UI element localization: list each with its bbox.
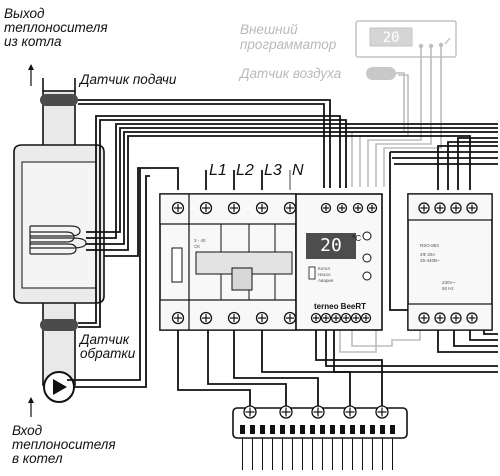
external-programmer: 20 [355,20,457,58]
terminal-block-tooth [290,425,295,434]
contactor-model: RSO-863 [420,243,439,248]
outlet-label-line3: из котла [4,34,62,49]
phase-label-l3: L3 [264,162,282,179]
external-programmer-label-line2: программатор [240,37,337,52]
contactor-rating-line1: 3Ф 30A [420,252,436,257]
terminal-block-tooth [310,425,315,434]
controller-output-label: Котел [318,266,331,271]
terminal-block-tooth [370,425,375,434]
terminal-block-tooth [260,425,265,434]
phase-label-l2: L2 [236,162,254,179]
programmer-display: 20 [383,30,400,46]
controller-brand: terneo BeeRT [314,302,367,311]
terminal-block-tooth [340,425,345,434]
screw-terminals [171,201,478,325]
outlet-label-line2: теплоносителя [4,20,108,35]
black-wires [67,99,498,410]
terminal-block-tooth [360,425,365,434]
terminal-block [232,405,408,470]
return-sensor-label-line1: Датчик [80,332,130,347]
terminal-block-tooth [390,425,395,434]
inlet-label-line3: в котел [12,451,63,466]
phase-label-n: N [292,162,304,179]
grey-wires [339,47,442,353]
return-sensor-label-line2: обратки [80,346,136,361]
controller-circulation-label: Насос [318,272,331,277]
inlet-label-line1: Вход [12,423,43,438]
boiler [13,64,105,417]
contactor-supply-line1: 230V~ [442,280,456,285]
breaker-text-line1: 3 - 40 [194,238,206,243]
outlet-label-line1: Выход [4,6,45,21]
terminal-block-teeth [240,425,395,470]
contactor-rating-line2: 25-440B~ [420,258,440,263]
terminal-block-tooth [320,425,325,434]
supply-sensor-label: Датчик подачи [80,72,177,87]
terminal-block-tooth [330,425,335,434]
controller-display: 20 [320,235,342,256]
air-sensor-label: Датчик воздуха [240,66,342,81]
controller-alarm-label: Авария [318,278,334,283]
air-sensor [366,67,396,80]
terminal-block-screws [243,405,389,419]
phase-label-l1: L1 [209,162,227,179]
terminal-block-tooth [270,425,275,434]
breaker-text-line2: СК [194,244,200,249]
terminal-block-tooth [350,425,355,434]
terminal-block-tooth [380,425,385,434]
controller-degree-unit: °C [352,234,361,243]
external-programmer-label-line1: Внешний [240,22,298,37]
terminal-block-tooth [240,425,245,434]
terminal-block-tooth [300,425,305,434]
terminal-block-tooth [250,425,255,434]
inlet-label-line2: теплоносителя [12,437,116,452]
contactor-supply-line2: 50 Hz [442,286,454,291]
terminal-block-tooth [280,425,285,434]
